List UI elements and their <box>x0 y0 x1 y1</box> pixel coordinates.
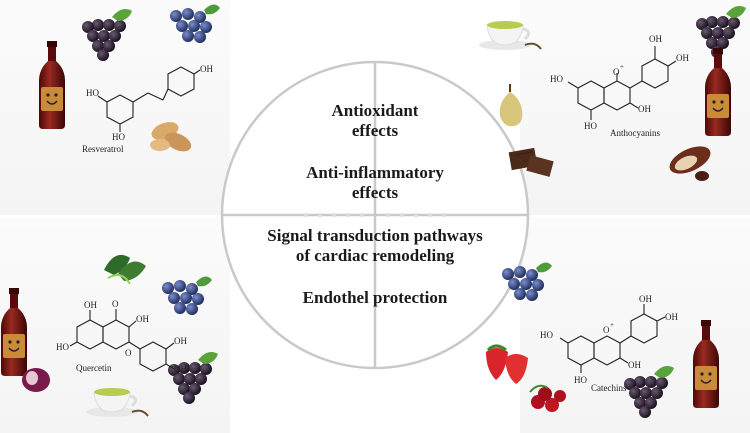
quercetin-atom-oh-ring: OH <box>136 314 149 324</box>
leafy-greens-icon <box>104 254 146 285</box>
central-circle <box>220 60 530 370</box>
quercetin-atom-oh-right-1: OH <box>174 336 187 346</box>
grape-bunch-icon <box>624 366 674 418</box>
quercetin-structure <box>69 309 175 372</box>
effect-antioxidant-line1: Antioxidant <box>331 101 419 120</box>
anthocyanins-label: Anthocyanins <box>610 128 660 138</box>
anthocyanin-atom-oh-top: OH <box>649 34 662 44</box>
top-right-foods <box>477 6 746 181</box>
catechin-atom-oh-ring: OH <box>628 360 641 370</box>
catechin-atom-o: O <box>603 325 610 335</box>
resveratrol-label: Resveratrol <box>82 144 124 154</box>
red-onion-icon <box>22 368 50 392</box>
tea-cup-icon <box>477 19 543 52</box>
blueberries-icon <box>162 276 212 315</box>
resveratrol-atom-ho-2: HO <box>112 132 125 142</box>
bottom-left-foods <box>0 254 218 419</box>
effect-antiinflammatory-line2: effects <box>351 183 399 202</box>
wine-bottle-icon <box>0 287 28 377</box>
anthocyanin-structure <box>567 46 677 120</box>
effect-signal-transduction-line1: Signal transduction pathways <box>267 226 483 245</box>
effect-signal-transduction-line2: of cardiac remodeling <box>295 246 455 265</box>
strawberry-icon <box>486 344 528 384</box>
anthocyanin-atom-oh-ring: OH <box>638 104 651 114</box>
anthocyanin-atom-o: O <box>613 67 620 77</box>
grape-bunch-icon <box>82 9 132 61</box>
quercetin-atom-o-carbonyl: O <box>112 299 119 309</box>
quercetin-atom-ho-left: HO <box>56 342 69 352</box>
wine-bottle-icon <box>692 319 720 409</box>
effect-endothel-protection: Endothel protection <box>302 288 448 307</box>
resveratrol-atom-ho-1: HO <box>86 88 99 98</box>
blueberries-icon <box>170 4 220 44</box>
anthocyanin-atom-oh-right: OH <box>676 53 689 63</box>
cranberries-icon <box>529 384 566 412</box>
peanuts-icon <box>150 122 192 152</box>
resveratrol-atom-oh: OH <box>200 64 213 74</box>
resveratrol-structure <box>97 66 201 132</box>
pear-icon <box>499 84 523 127</box>
wine-bottle-icon <box>704 47 732 137</box>
chocolate-icon <box>508 147 554 177</box>
catechin-atom-charge: + <box>610 321 614 329</box>
top-left-foods <box>38 4 220 152</box>
anthocyanin-atom-ho-bottom: HO <box>584 121 597 131</box>
quercetin-atom-oh-right-2: OH <box>174 364 187 374</box>
catechin-atom-ho-bottom: HO <box>574 375 587 385</box>
grape-bunch-icon <box>168 352 218 404</box>
effect-antioxidant-line2: effects <box>351 121 399 140</box>
quercetin-label: Quercetin <box>76 363 112 373</box>
quercetin-atom-oh-top: OH <box>84 300 97 310</box>
catechin-atom-oh-top: OH <box>639 294 652 304</box>
cocoa-pod-icon <box>669 146 711 181</box>
anthocyanin-atom-charge: + <box>620 63 624 71</box>
catechin-structure <box>559 304 666 373</box>
bottom-right-foods <box>486 262 720 418</box>
catechins-label: Catechins <box>591 383 627 393</box>
anthocyanin-atom-ho-left: HO <box>550 74 563 84</box>
quercetin-atom-o-ring: O <box>125 348 132 358</box>
catechin-atom-oh-right: OH <box>665 312 678 322</box>
wine-bottle-icon <box>38 40 66 130</box>
effect-antiinflammatory-line1: Anti-inflammatory <box>306 163 444 182</box>
catechin-atom-ho-left: HO <box>540 330 553 340</box>
tea-cup-icon <box>84 386 150 419</box>
